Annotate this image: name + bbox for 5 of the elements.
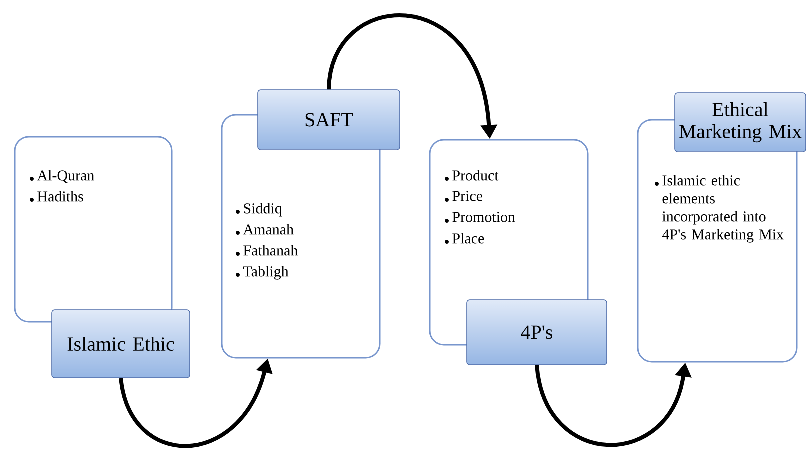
title-box: Ethical Marketing Mix xyxy=(674,92,806,152)
content-box: Al-Quran Hadiths xyxy=(14,136,173,323)
title-box: Islamic Ethic xyxy=(52,310,190,378)
title-box: 4P's xyxy=(466,300,608,366)
title-box: SAFT xyxy=(258,90,400,150)
